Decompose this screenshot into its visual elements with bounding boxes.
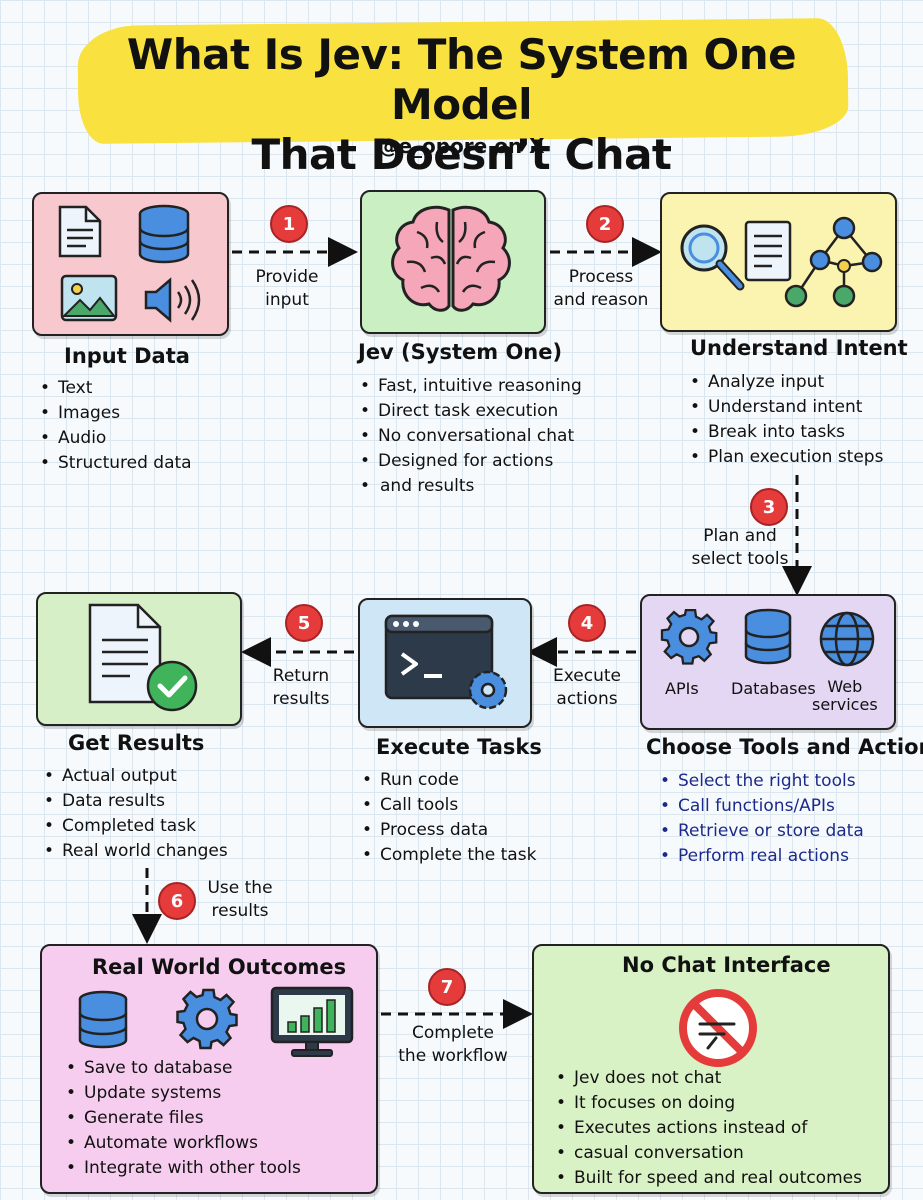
list-item: Select the right tools [656, 769, 864, 794]
magnifier-icon [680, 224, 745, 291]
author-handle: @e_opore on X [378, 134, 545, 158]
step-badge-3: 3 [750, 488, 788, 526]
real-world-outcomes-title: Real World Outcomes [92, 955, 347, 979]
step-badge-2: 2 [586, 205, 624, 243]
list-item: Actual output [40, 764, 228, 789]
real-world-outcomes-list: Save to database Update systems Generate… [62, 1056, 301, 1181]
title-line-2: That Doesn’t Chat [251, 130, 673, 179]
list-item: Run code [358, 768, 536, 793]
choose-tools-list: Select the right tools Call functions/AP… [656, 769, 864, 869]
list-item: Built for speed and real outcomes [552, 1166, 862, 1191]
brain-icon [391, 205, 511, 312]
list-item: Fast, intuitive reasoning [356, 374, 582, 399]
list-item: Images [36, 401, 192, 426]
databases-label: Databases [731, 679, 816, 698]
database-icon [78, 990, 128, 1049]
globe-icon [819, 611, 875, 667]
list-item: Perform real actions [656, 844, 864, 869]
execute-tasks-title: Execute Tasks [376, 735, 542, 759]
list-item: Completed task [40, 814, 228, 839]
no-chat-interface-list: Jev does not chat It focuses on doing Ex… [552, 1066, 862, 1191]
list-item: Understand intent [686, 395, 883, 420]
list-item: Break into tasks [686, 420, 883, 445]
list-item: Data results [40, 789, 228, 814]
list-item: Retrieve or store data [656, 819, 864, 844]
list-item: Call tools [358, 793, 536, 818]
list-item-continuation: casual conversation [552, 1141, 862, 1166]
list-item: Complete the task [358, 843, 536, 868]
page-title: What Is Jev: The System One Model That D… [60, 30, 863, 180]
list-item: Direct task execution [356, 399, 582, 424]
list-item: Generate files [62, 1106, 301, 1131]
monitor-chart-icon [270, 986, 354, 1057]
understand-intent-title: Understand Intent [690, 336, 908, 360]
notes-icon [744, 220, 792, 282]
list-item: Automate workflows [62, 1131, 301, 1156]
step-badge-1: 1 [270, 205, 308, 243]
input-data-list: Text Images Audio Structured data [36, 376, 192, 476]
input-data-title: Input Data [64, 344, 190, 368]
jev-list: Fast, intuitive reasoning Direct task ex… [356, 374, 582, 499]
image-icon [60, 274, 118, 322]
list-item: Update systems [62, 1081, 301, 1106]
list-item: No conversational chat [356, 424, 582, 449]
understand-intent-list: Analyze input Understand intent Break in… [686, 370, 883, 470]
list-item: Audio [36, 426, 192, 451]
get-results-title: Get Results [68, 731, 205, 755]
get-results-list: Actual output Data results Completed tas… [40, 764, 228, 864]
no-chat-icon [679, 989, 757, 1067]
choose-tools-title: Choose Tools and Actions [646, 735, 923, 759]
step-badge-4: 4 [568, 604, 606, 642]
gear-icon [660, 609, 718, 665]
list-item: Structured data [36, 451, 192, 476]
jev-title: Jev (System One) [358, 340, 563, 364]
network-graph-icon [784, 216, 883, 308]
audio-icon [144, 277, 201, 323]
list-item: Text [36, 376, 192, 401]
list-item: Analyze input [686, 370, 883, 395]
web-services-label: Web services [812, 677, 878, 714]
list-item: Integrate with other tools [62, 1156, 301, 1181]
list-item-continuation: and results [356, 474, 582, 499]
database-icon [744, 608, 792, 665]
completed-document-icon [88, 603, 198, 712]
list-item: Executes actions instead of [552, 1116, 862, 1141]
step-badge-5: 5 [285, 604, 323, 642]
apis-label: APIs [665, 679, 699, 698]
step-badge-7: 7 [428, 968, 466, 1006]
list-item: Save to database [62, 1056, 301, 1081]
list-item: Process data [358, 818, 536, 843]
list-item: Jev does not chat [552, 1066, 862, 1091]
list-item: It focuses on doing [552, 1091, 862, 1116]
no-chat-interface-title: No Chat Interface [622, 953, 831, 977]
terminal-icon [384, 614, 508, 710]
step-badge-6: 6 [158, 882, 196, 920]
list-item: Plan execution steps [686, 445, 883, 470]
list-item: Real world changes [40, 839, 228, 864]
database-icon [138, 204, 190, 264]
document-icon [58, 205, 102, 258]
list-item: Designed for actions [356, 449, 582, 474]
title-line-1: What Is Jev: The System One Model [126, 30, 797, 129]
gear-icon [176, 988, 238, 1050]
execute-tasks-list: Run code Call tools Process data Complet… [358, 768, 536, 868]
list-item: Call functions/APIs [656, 794, 864, 819]
